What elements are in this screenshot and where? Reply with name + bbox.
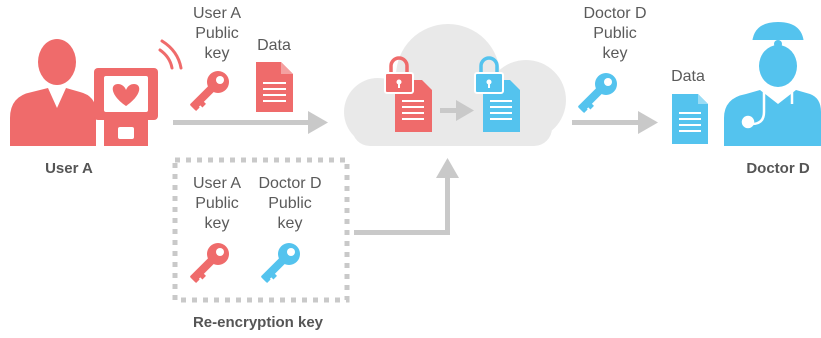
key-icon <box>189 243 229 283</box>
stethoscope-icon <box>741 92 794 129</box>
data-label: Data <box>257 37 291 54</box>
doctor-d-label: Doctor D <box>746 160 810 177</box>
reenc-doctor-key-line: Doctor D <box>258 175 322 192</box>
reenc-user-key-line: Public <box>195 195 239 212</box>
user-key-label-line: User A <box>192 5 241 22</box>
user-key-label-line: Public <box>195 25 239 42</box>
heart-monitor-icon <box>94 68 158 146</box>
reenc-doctor-key-line: key <box>277 215 303 232</box>
reenc-user-a-key-label: User A Public key <box>186 174 248 234</box>
arrow-icon <box>572 111 658 134</box>
document-icon <box>256 62 293 112</box>
key-icon <box>577 73 617 113</box>
doctor-key-label-line: key <box>602 45 628 62</box>
key-icon <box>189 71 229 111</box>
reencryption-box <box>172 157 350 303</box>
cloud-icon <box>344 24 566 146</box>
doctor-key-label-line: Doctor D <box>583 5 647 22</box>
doctor-key-label-line: Public <box>593 25 637 42</box>
arrow-icon <box>173 111 328 134</box>
document-icon <box>672 94 708 144</box>
user-a-public-key-label: User A Public key <box>186 4 248 64</box>
doctor-data-label: Data <box>671 68 705 85</box>
wifi-signal-icon <box>158 39 183 70</box>
reenc-doctor-key-line: Public <box>268 195 312 212</box>
doctor-icon <box>724 22 821 146</box>
user-key-label-line: key <box>204 45 230 62</box>
doctor-d-public-key-label: Doctor D Public key <box>575 4 655 64</box>
lock-icon <box>384 56 414 94</box>
reenc-user-key-line: key <box>204 215 230 232</box>
arrow-icon <box>440 100 474 121</box>
arrow-icon <box>354 158 459 235</box>
key-icon <box>260 243 300 283</box>
user-icon <box>10 39 96 146</box>
reenc-doctor-d-key-label: Doctor D Public key <box>250 174 330 234</box>
reencryption-key-title: Re-encryption key <box>192 314 324 331</box>
user-a-label: User A <box>45 160 93 177</box>
reenc-user-key-line: User A <box>192 175 241 192</box>
lock-icon <box>474 56 504 94</box>
